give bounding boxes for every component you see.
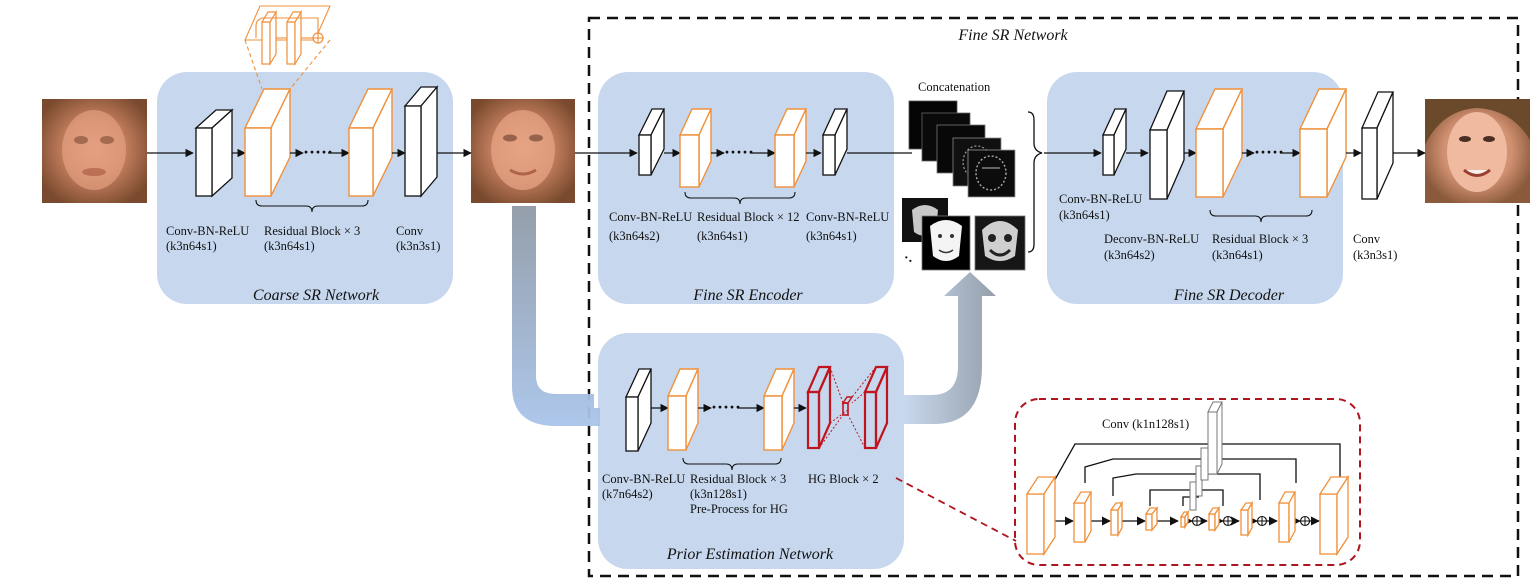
encoder-residual-label: Residual Block × 12 [697, 210, 800, 224]
decoder-residual-params: (k3n64s1) [1212, 248, 1263, 262]
fine-network-frame [587, 16, 1520, 578]
encoder-conv-block-2 [821, 108, 849, 176]
decoder-labels: Conv-BN-ReLU (k3n64s1) Deconv-BN-ReLU (k… [1059, 192, 1397, 262]
prior-preprocess-label: Pre-Process for HG [690, 502, 788, 516]
decoder-deconv-block [1149, 90, 1185, 200]
encoder-conv2-label: Conv-BN-ReLU [806, 210, 889, 224]
coarse-conv-bn-relu-block [194, 108, 234, 198]
decoder-blocks: ····· [1101, 88, 1395, 223]
prior-conv-label: Conv-BN-ReLU [602, 472, 685, 486]
hg-conv-label: Conv (k1n128s1) [1102, 417, 1189, 431]
prior-title: Prior Estimation Network [666, 546, 834, 563]
coarse-conv-bn-relu-label: Conv-BN-ReLU [166, 224, 249, 238]
prior-residual-block-3 [762, 368, 796, 451]
coarse-residual-block-1 [243, 88, 292, 197]
coarse-blocks: ····· [194, 85, 439, 213]
encoder-labels: Conv-BN-ReLU (k3n64s2) Residual Block × … [609, 210, 889, 243]
prior-residual-params: (k3n128s1) [690, 487, 747, 501]
coarse-residual-params: (k3n64s1) [264, 239, 315, 253]
residual-block-detail [244, 5, 331, 90]
prior-blocks: ····· [624, 365, 889, 471]
concat-brace [1027, 111, 1043, 253]
parsing-map-stack: ·. [902, 198, 1026, 271]
face-input-lr [42, 99, 147, 203]
coarse-conv-params: (k3n3s1) [396, 239, 440, 253]
decoder-conv-label: Conv-BN-ReLU [1059, 192, 1142, 206]
coarse-conv-bn-relu-params: (k3n64s1) [166, 239, 217, 253]
heatmap-stack [908, 100, 1016, 198]
decoder-residual-label: Residual Block × 3 [1212, 232, 1308, 246]
decoder-conv-block [1101, 108, 1128, 176]
encoder-conv1-params: (k3n64s2) [609, 229, 660, 243]
decoder-residual-brace [1209, 209, 1313, 223]
prior-hg-label: HG Block × 2 [808, 472, 879, 486]
parsing-dots: ·. [904, 251, 912, 266]
coarse-labels: Conv-BN-ReLU (k3n64s1) Residual Block × … [166, 224, 440, 253]
coarse-residual-block-3 [347, 88, 394, 197]
encoder-conv1-label: Conv-BN-ReLU [609, 210, 692, 224]
decoder-residual-block-3 [1298, 88, 1348, 198]
decoder-deconv-params: (k3n64s2) [1104, 248, 1155, 262]
prior-labels: Conv-BN-ReLU (k7n64s2) Residual Block × … [602, 472, 879, 516]
face-output-hr [1425, 99, 1530, 203]
coarse-to-prior-arrow [512, 206, 600, 426]
prior-to-concat-arrow [904, 272, 996, 424]
decoder-conv-out-label: Conv [1353, 232, 1381, 246]
coarse-dots: ····· [303, 142, 333, 162]
prior-residual-label: Residual Block × 3 [690, 472, 786, 486]
prior-conv-params: (k7n64s2) [602, 487, 653, 501]
encoder-dots: ····· [724, 142, 754, 162]
hg-detail: Conv (k1n128s1) [1014, 398, 1361, 566]
coarse-title: Coarse SR Network [253, 287, 380, 304]
decoder-conv-out-block [1360, 91, 1395, 200]
decoder-residual-block-1 [1194, 88, 1244, 198]
coarse-residual-label: Residual Block × 3 [264, 224, 360, 238]
fine-network-title: Fine SR Network [957, 27, 1068, 44]
encoder-residual-block-12 [773, 108, 808, 188]
encoder-blocks: ····· [637, 108, 849, 205]
prior-dots: ····· [711, 397, 741, 417]
encoder-panel [598, 72, 894, 304]
decoder-conv-params: (k3n64s1) [1059, 208, 1110, 222]
encoder-title: Fine SR Encoder [692, 287, 803, 304]
coarse-conv-block [403, 85, 439, 198]
encoder-conv2-params: (k3n64s1) [806, 229, 857, 243]
prior-residual-brace [682, 457, 782, 471]
encoder-conv-block-1 [637, 108, 666, 176]
face-coarse-sr [471, 99, 575, 203]
prior-residual-block-1 [666, 368, 700, 451]
decoder-dots: ····· [1254, 142, 1284, 162]
concat-label: Concatenation [918, 80, 991, 94]
coarse-residual-brace [255, 199, 369, 213]
decoder-conv-out-params: (k3n3s1) [1353, 248, 1397, 262]
hourglass-block [806, 365, 889, 450]
decoder-title: Fine SR Decoder [1173, 287, 1285, 304]
decoder-deconv-label: Deconv-BN-ReLU [1104, 232, 1199, 246]
encoder-residual-params: (k3n64s1) [697, 229, 748, 243]
coarse-conv-label: Conv [396, 224, 424, 238]
decoder-panel [1047, 72, 1343, 304]
encoder-residual-block-1 [678, 108, 713, 188]
hg-detail-connector [895, 477, 1017, 542]
encoder-residual-brace [684, 191, 796, 205]
prior-conv-block [624, 368, 653, 452]
